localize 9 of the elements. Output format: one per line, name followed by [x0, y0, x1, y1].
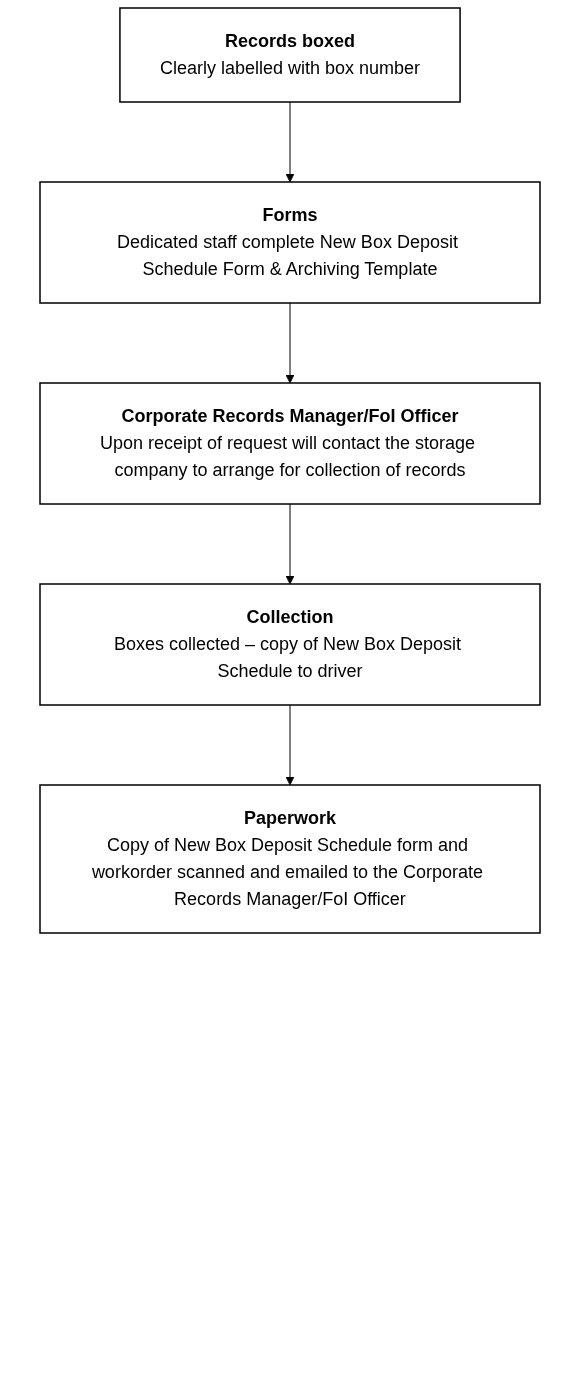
arrow: [285, 704, 294, 786]
arrow: [285, 302, 294, 384]
node-box: Forms Dedicated staff complete New Box Deposit Schedule Form & Archiving Template: [38, 181, 541, 304]
node-box: Records boxed Clearly labelled with box number: [118, 7, 461, 103]
node-box: Corporate Records Manager/FoI Officer Upon receipt of request will contact the storage company to arrange for collection of records: [38, 382, 541, 505]
node-box: Collection Boxes collected – copy of New Box Deposit Schedule to driver: [38, 583, 541, 706]
node-box: Paperwork Copy of New Box Deposit Schedule form and workorder scanned and emailed to the Corporate Records Manager/FoI Officer: [38, 784, 541, 934]
arrow: [285, 101, 294, 183]
arrow: [285, 503, 294, 585]
